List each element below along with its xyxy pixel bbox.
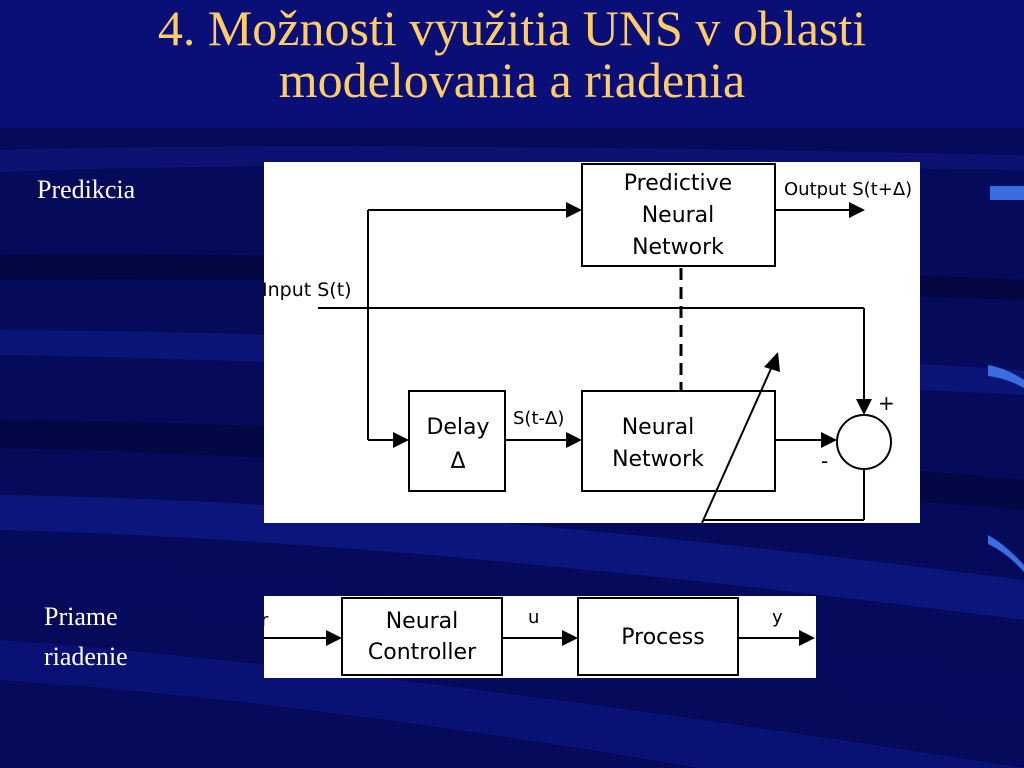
control-diagram-svg: Neural Controller Process r u y <box>264 597 815 676</box>
neural-network-box <box>581 390 776 492</box>
prediction-diagram-svg: Predictive Neural Network Neural Network… <box>264 163 912 523</box>
output-label: Output S(t+Δ) <box>784 179 912 200</box>
process-label: Process <box>621 625 704 650</box>
prediction-diagram: Predictive Neural Network Neural Network… <box>264 162 920 523</box>
output-y-label: y <box>772 607 783 628</box>
delay-box <box>408 390 506 492</box>
title-line-1: 4. Možnosti využitia UNS v oblasti <box>157 0 867 56</box>
control-signal-label: u <box>528 607 539 628</box>
neural-network-line-2: Network <box>612 447 704 472</box>
title-line-2: modelovania a riadenia <box>278 52 746 108</box>
direct-control-line-2: riadenie <box>44 642 128 671</box>
predictive-line-3: Network <box>632 235 724 260</box>
predictive-network-box <box>581 163 776 267</box>
slide-title: 4. Možnosti využitia UNS v oblasti model… <box>0 2 1024 106</box>
predictive-line-2: Neural <box>642 203 715 228</box>
reference-label: r <box>264 610 269 631</box>
delay-line-2: Δ <box>450 449 465 474</box>
delay-line-1: Delay <box>426 415 489 440</box>
neural-network-line-1: Neural <box>622 415 695 440</box>
prediction-label: Predikcia <box>37 175 136 204</box>
controller-line-2: Controller <box>368 640 477 665</box>
summing-junction <box>836 414 892 470</box>
controller-box <box>341 597 503 676</box>
delayed-signal-label: S(t-Δ) <box>513 408 564 429</box>
direct-control-line-1: Priame <box>44 602 118 631</box>
minus-sign: - <box>821 449 828 473</box>
predictive-line-1: Predictive <box>624 171 732 196</box>
control-diagram: Neural Controller Process r u y <box>264 596 816 678</box>
process-box <box>577 597 739 676</box>
plus-sign: + <box>878 391 895 415</box>
input-label: Input S(t) <box>264 279 352 301</box>
controller-line-1: Neural <box>386 609 459 634</box>
direct-control-label: Priame riadenie <box>44 597 128 677</box>
